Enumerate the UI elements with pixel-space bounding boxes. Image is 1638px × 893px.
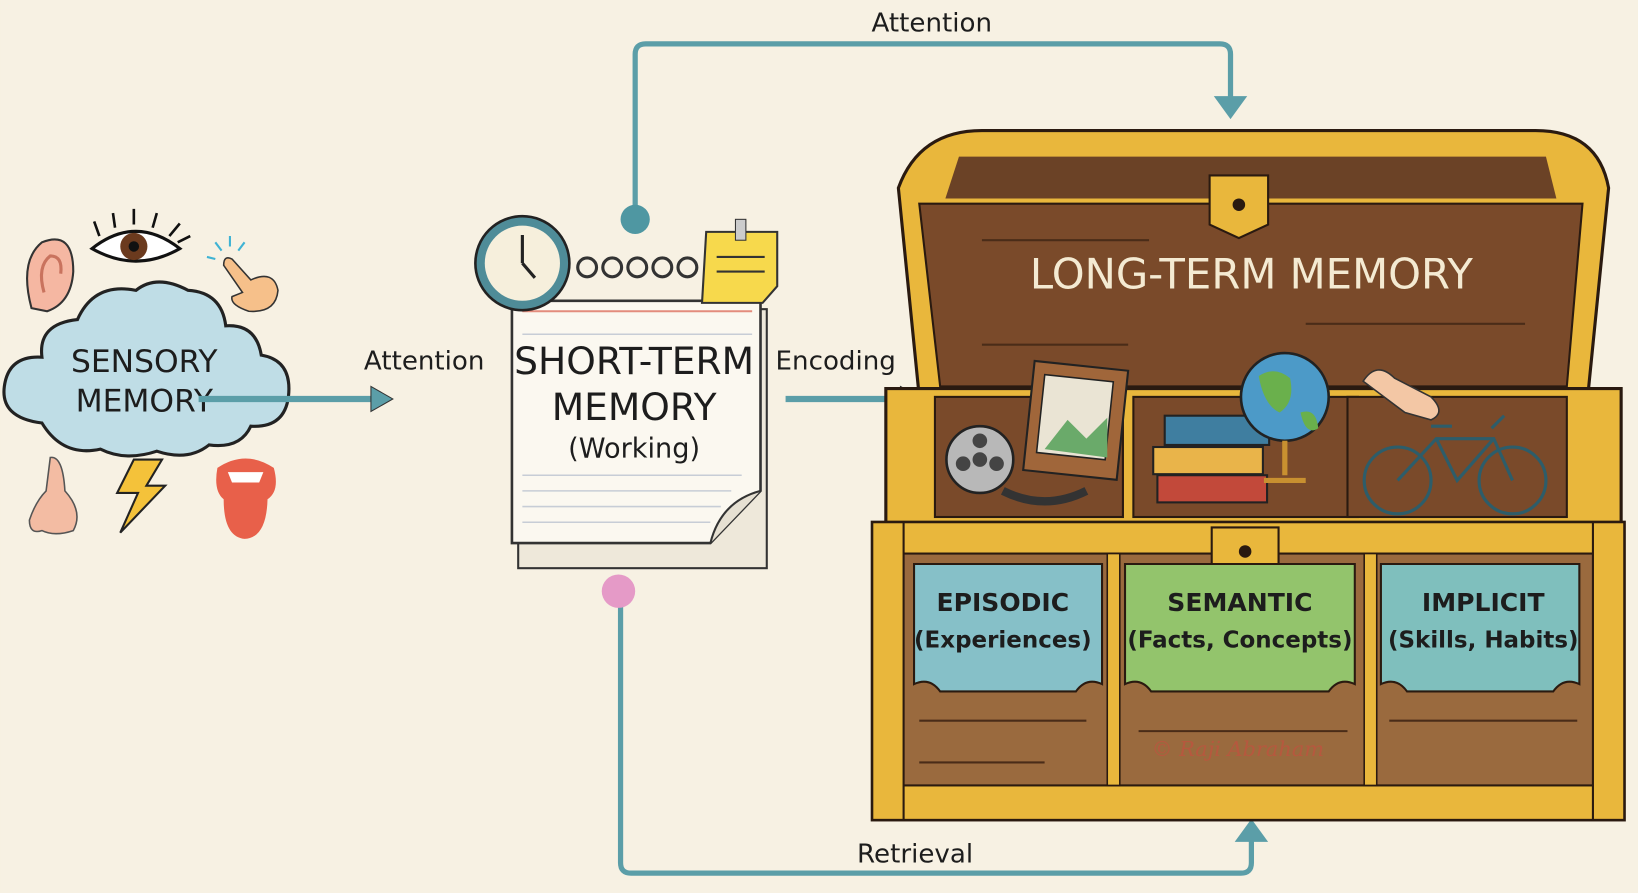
encoding-label: Encoding — [776, 347, 896, 377]
sensory-attention-label: Attention — [364, 347, 485, 377]
top-attention-label: Attention — [872, 8, 993, 38]
books-icon — [1152, 414, 1271, 504]
retrieval-arrow — [601, 574, 1269, 876]
episodic-card: EPISODIC (Experiences) — [913, 562, 1104, 693]
photo-frame-icon — [1022, 359, 1130, 481]
semantic-subtitle: (Facts, Concepts) — [1127, 628, 1352, 654]
lightning-icon — [115, 458, 168, 534]
long-term-memory-title: LONG-TERM MEMORY — [1030, 249, 1473, 298]
hand-icon — [1362, 369, 1440, 421]
implicit-title: IMPLICIT — [1422, 588, 1545, 617]
top-attention-arrow — [620, 41, 1248, 234]
semantic-card: SEMANTIC (Facts, Concepts) — [1123, 562, 1356, 693]
implicit-card: IMPLICIT (Skills, Habits) — [1379, 562, 1581, 693]
sticky-note-icon — [700, 218, 779, 304]
tongue-icon — [216, 458, 276, 539]
sensory-cloud — [2, 280, 291, 458]
retrieval-label: Retrieval — [857, 840, 973, 870]
nose-icon — [28, 456, 78, 535]
bicycle-icon — [1362, 414, 1548, 516]
watermark: © Raji Abraham — [1152, 737, 1324, 761]
short-term-line3: (Working) — [568, 433, 700, 464]
sensory-memory-line2: MEMORY — [76, 384, 214, 420]
sensory-memory-line1: SENSORY — [71, 344, 218, 380]
short-term-line1: SHORT-TERM — [514, 339, 754, 383]
semantic-title: SEMANTIC — [1167, 588, 1312, 617]
touch-hand-icon — [206, 236, 279, 313]
episodic-subtitle: (Experiences) — [914, 628, 1092, 654]
implicit-subtitle: (Skills, Habits) — [1388, 628, 1579, 654]
globe-icon — [1239, 351, 1330, 484]
film-reel-icon — [945, 424, 1089, 506]
episodic-title: EPISODIC — [937, 588, 1070, 617]
notepad-icon — [510, 256, 768, 570]
eye-icon — [89, 208, 191, 263]
sensory-to-short-term-arrow — [198, 385, 394, 413]
ear-icon — [26, 238, 75, 313]
short-term-line2: MEMORY — [552, 385, 718, 429]
clock-icon — [474, 214, 571, 312]
